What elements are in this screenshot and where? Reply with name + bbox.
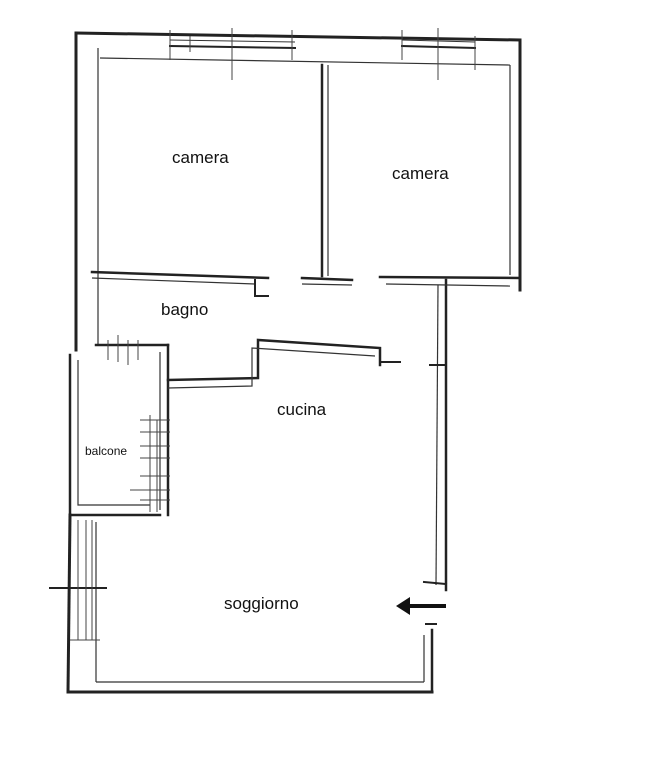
room-label-cucina: cucina xyxy=(277,400,327,419)
room-label-camera-left: camera xyxy=(172,148,229,167)
interior-walls xyxy=(49,63,522,625)
room-label-balcone: balcone xyxy=(85,444,128,458)
outer-walls xyxy=(66,31,522,694)
left-arrow-icon xyxy=(396,597,446,615)
room-label-soggiorno: soggiorno xyxy=(224,594,299,613)
windows xyxy=(70,28,477,641)
room-label-bagno: bagno xyxy=(161,300,209,319)
room-label-camera-right: camera xyxy=(392,164,449,183)
